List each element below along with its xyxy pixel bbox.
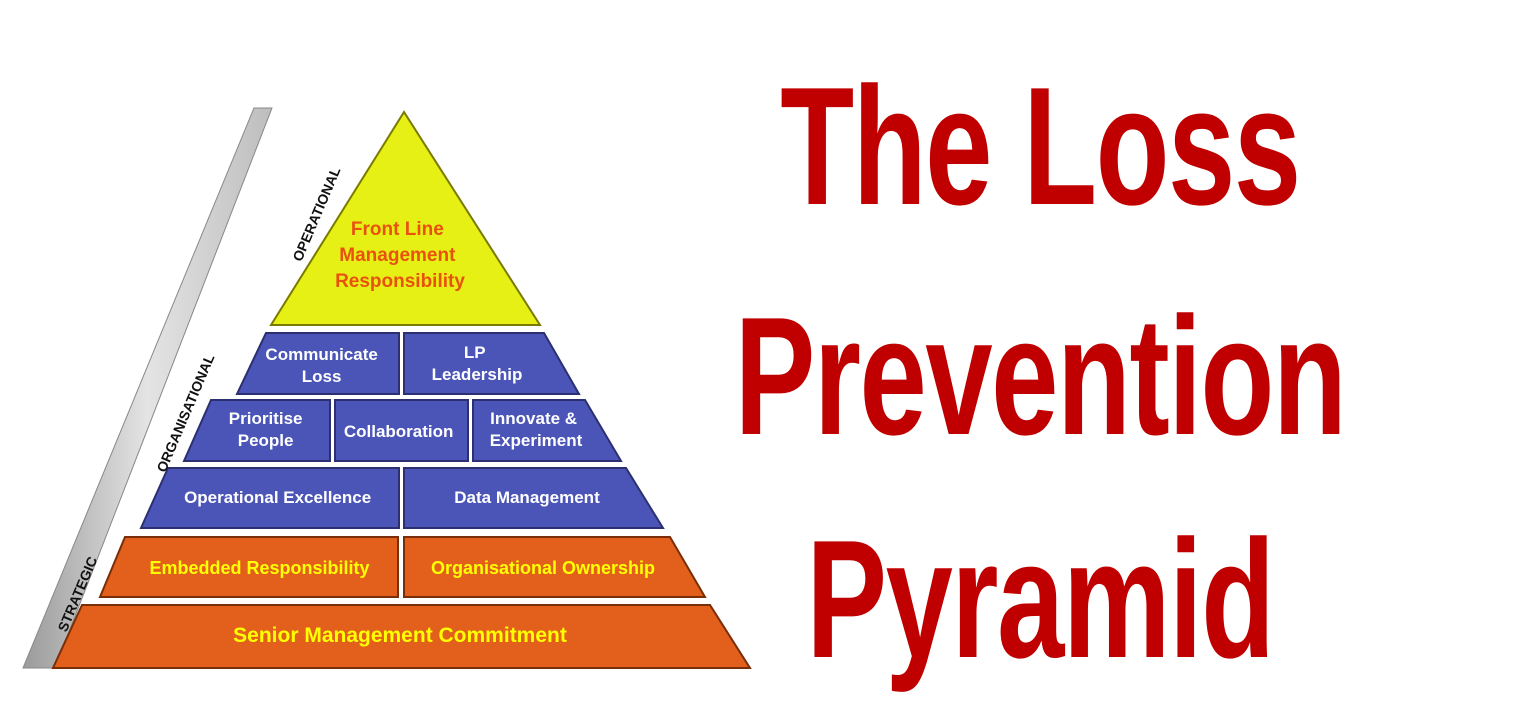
operational-excellence-block — [139, 467, 400, 529]
data-management-label: Data Management — [454, 488, 600, 507]
operational-excellence-label: Operational Excellence — [184, 488, 371, 507]
collaboration-label: Collaboration — [344, 422, 454, 441]
svg-text:Operational Excellence D: Operational Excellence Data Management — [184, 488, 600, 507]
communicate-loss-block — [235, 332, 400, 395]
apex-line-3: Responsibility — [335, 271, 465, 292]
svg-text:Communicate Loss L: Communicate Loss LP Leadership — [265, 343, 522, 386]
data-management-block — [403, 467, 665, 529]
lp-leadership-line-1: LP — [464, 343, 485, 362]
senior-management-commitment-label: Senior Management Commitment — [233, 624, 567, 647]
prioritise-people-line-2: People — [238, 431, 294, 450]
title-line-1: The Loss — [780, 52, 1301, 240]
prioritise-people-block — [182, 399, 331, 462]
innovate-experiment-block — [472, 399, 623, 462]
organisational-ownership-block — [403, 536, 707, 598]
apex-line-1: Front Line — [351, 219, 444, 240]
lp-leadership-block — [403, 332, 581, 395]
prioritise-people-line-1: Prioritise — [229, 409, 303, 428]
svg-text:Embedded Responsibility: Embedded Responsibility Organisational O… — [149, 558, 655, 578]
title-line-3: Pyramid — [806, 505, 1275, 693]
apex-block: Front Line Management Responsibility — [269, 110, 542, 326]
embedded-responsibility-label: Embedded Responsibility — [149, 558, 369, 578]
org-row-1: Communicate Loss LP Leadership — [235, 332, 581, 395]
innovate-experiment-line-1: Innovate & — [490, 409, 577, 428]
svg-text:Prioritise People: Prioritise People Collaboration Innovate… — [229, 409, 583, 450]
strat-row-2: Senior Management Commitment — [51, 604, 752, 669]
innovate-experiment-line-2: Experiment — [490, 431, 583, 450]
organisational-ownership-label: Organisational Ownership — [431, 558, 655, 578]
embedded-responsibility-block — [98, 536, 399, 598]
title-line-2: Prevention — [734, 282, 1347, 470]
org-row-2: Prioritise People Collaboration Innovate… — [182, 399, 623, 462]
svg-text:Front Line Management: Front Line Management Responsibility — [335, 219, 465, 292]
lp-leadership-line-2: Leadership — [432, 365, 523, 384]
side-band — [22, 107, 273, 669]
communicate-loss-line-2: Loss — [302, 367, 342, 386]
svg-text:Senior Management Commitment: Senior Management Commitment — [233, 624, 567, 647]
org-row-3: Operational Excellence Data Management — [139, 467, 665, 529]
communicate-loss-line-1: Communicate — [265, 345, 377, 364]
collaboration-block — [334, 399, 469, 462]
senior-management-commitment-block — [51, 604, 752, 669]
strat-row-1: Embedded Responsibility Organisational O… — [98, 536, 707, 598]
apex-line-2: Management — [339, 245, 456, 266]
